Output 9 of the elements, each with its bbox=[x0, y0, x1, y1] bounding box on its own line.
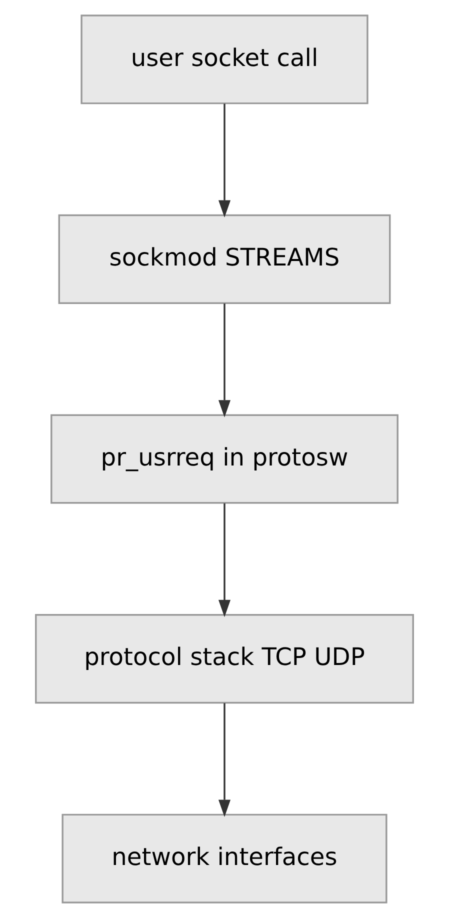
node-box: protocol stack TCP UDP bbox=[35, 614, 414, 704]
arrow bbox=[218, 304, 231, 418]
arrow bbox=[218, 703, 231, 817]
node-box: sockmod STREAMS bbox=[58, 214, 391, 304]
node-box: pr_usrreq in protosw bbox=[50, 414, 398, 504]
arrow bbox=[218, 104, 231, 218]
arrow bbox=[218, 503, 231, 618]
node-box: network interfaces bbox=[62, 814, 388, 904]
node-box: user socket call bbox=[80, 14, 368, 104]
